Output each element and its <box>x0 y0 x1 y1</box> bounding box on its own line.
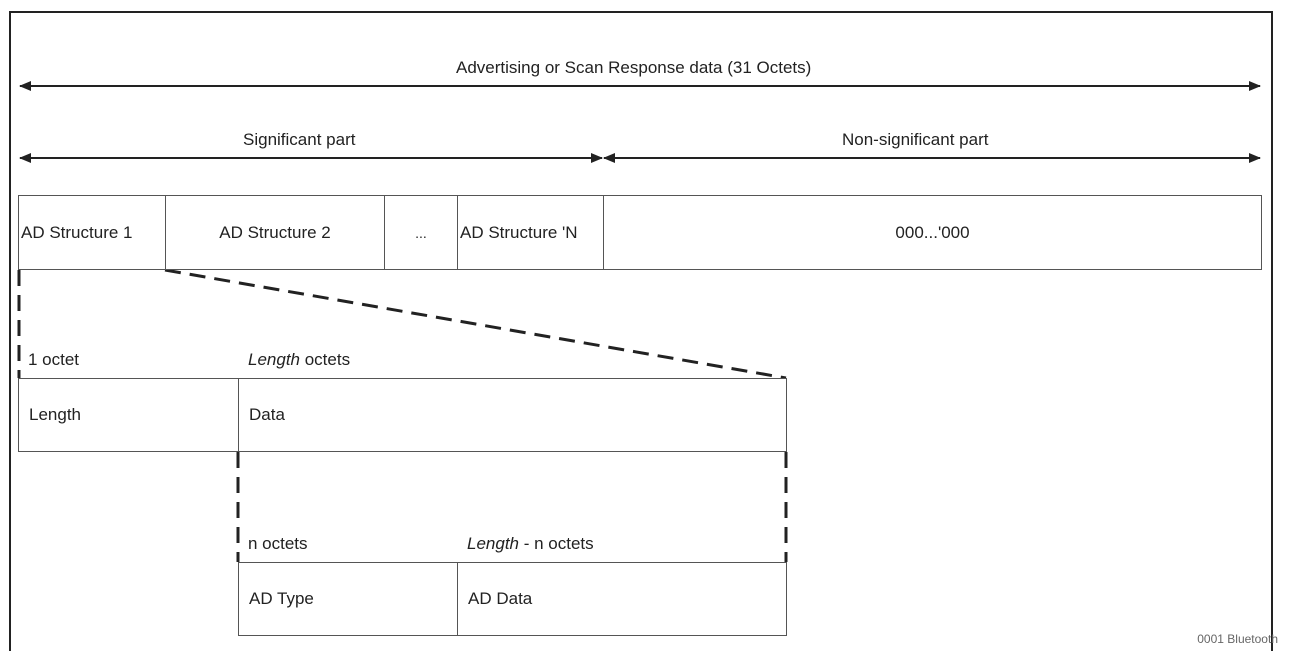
ad-data-size-label: Length - n octets <box>467 534 594 554</box>
length-cell-label: Length <box>29 405 81 424</box>
ad-structure-2: AD Structure 2 <box>165 195 385 270</box>
ad-structure-1: AD Structure 1 <box>18 195 166 270</box>
data-cell-label: Data <box>249 405 285 424</box>
length-size-label: 1 octet <box>28 350 80 369</box>
ad-structure-n-label: AD Structure 'N <box>460 222 578 242</box>
data-size-italic: Length <box>248 350 300 369</box>
ad-structure-1-label: AD Structure 1 <box>21 222 133 242</box>
ad-data-size-italic: Length <box>467 534 519 553</box>
data-cell: Data <box>238 378 787 452</box>
non-significant-zeros: 000...'000 <box>603 195 1262 270</box>
ad-data-cell: AD Data <box>457 562 787 636</box>
ad-structure-n: AD Structure 'N <box>457 195 604 270</box>
non-significant-label: Non-significant part <box>842 130 989 149</box>
expand-line-right <box>164 268 787 380</box>
ad-type-cell: AD Type <box>238 562 458 636</box>
ad-structure-ellipsis-label: ... <box>415 224 427 241</box>
diagram-frame <box>9 11 1273 651</box>
ad-data-label: AD Data <box>468 589 533 608</box>
data-size-rest: octets <box>300 350 351 369</box>
type-size-label: n octets <box>248 534 308 553</box>
footnote: 0001 Bluetooth <box>1197 632 1278 646</box>
data-size-label: Length octets <box>248 350 350 370</box>
zeros-label: 000...'000 <box>895 222 970 242</box>
total-length-label: Advertising or Scan Response data (31 Oc… <box>456 58 812 77</box>
ad-type-label: AD Type <box>249 589 314 608</box>
ad-structure-2-label: AD Structure 2 <box>219 222 331 242</box>
ad-data-size-rest: - n octets <box>519 534 594 553</box>
ad-structure-ellipsis: ... <box>384 195 458 270</box>
significant-label: Significant part <box>243 130 356 149</box>
length-cell: Length <box>18 378 239 452</box>
